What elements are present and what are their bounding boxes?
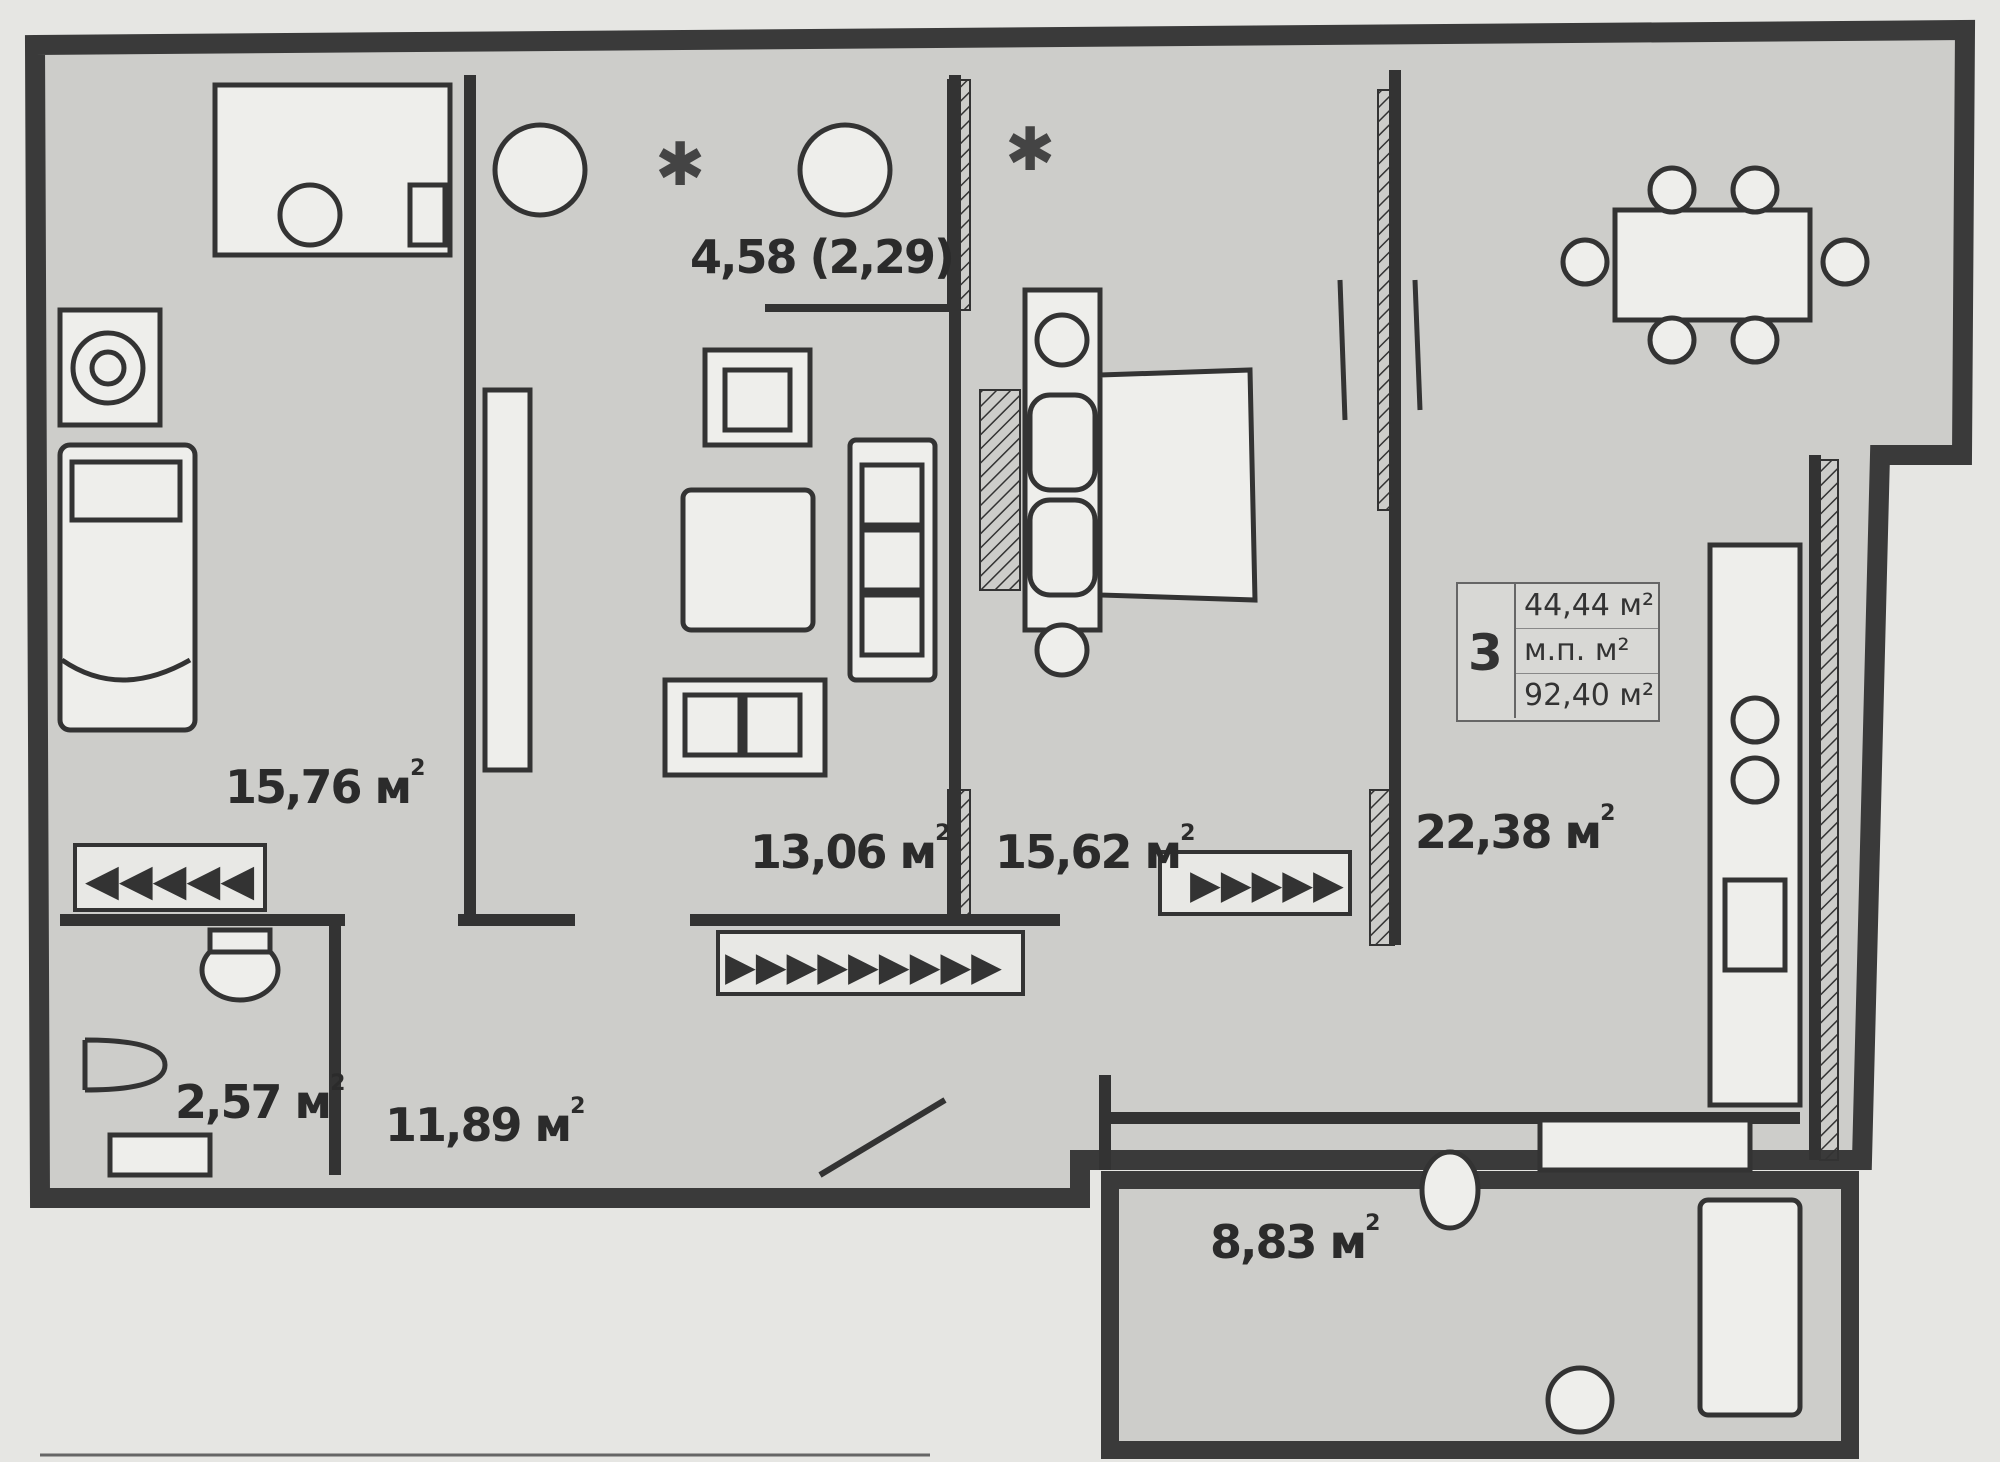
bathroom-fixtures	[1419, 1117, 1803, 1435]
rooms-count: 3	[1468, 624, 1503, 682]
area-balcony: 4,58 (2,29)	[690, 230, 955, 284]
total-area-value: 92,40 м²	[1524, 678, 1655, 713]
area-hallway: 11,89 м2	[385, 1094, 586, 1152]
svg-text:▶▶▶▶▶: ▶▶▶▶▶	[1190, 862, 1344, 908]
wardrobe-bedroom-mid: ▶▶▶▶▶	[1158, 850, 1352, 916]
bed-left	[57, 442, 198, 733]
area-bathroom: 8,83 м2	[1210, 1211, 1380, 1269]
area-kitchen: 22,38 м2	[1415, 801, 1616, 859]
coffee-table	[680, 487, 816, 633]
area-bedroom-left: 15,76 м2	[225, 756, 426, 814]
svg-text:◀◀◀◀◀: ◀◀◀◀◀	[85, 855, 254, 906]
plant-icon: ✱	[1005, 115, 1055, 185]
sink-wc	[82, 1037, 213, 1178]
wardrobe-living	[482, 387, 533, 773]
area-bedroom-middle: 15,62 м2	[995, 821, 1196, 879]
bed-middle	[1022, 287, 1258, 678]
dining-table	[1560, 165, 1870, 365]
door-swings	[1337, 279, 1423, 421]
area-values: 44,44 м² м.п. м² 92,40 м²	[1514, 584, 1658, 718]
svg-text:▶▶▶▶▶▶▶▶▶: ▶▶▶▶▶▶▶▶▶	[725, 944, 1002, 990]
kitchen-counter	[1707, 542, 1803, 1108]
secondary-area-value: м.п. м²	[1516, 629, 1658, 674]
hatched-walls	[947, 79, 1839, 1161]
area-living-room: 13,06 м2	[750, 821, 951, 879]
area-wc: 2,57 м2	[175, 1071, 345, 1129]
svg-text:✱: ✱	[655, 130, 705, 200]
sofa	[662, 347, 938, 778]
apartment-info-tag: 3 44,44 м² м.п. м² 92,40 м²	[1456, 582, 1660, 722]
door-swing-hall	[818, 1097, 947, 1178]
living-area-value: 44,44 м²	[1516, 584, 1658, 629]
toilet-wc	[199, 927, 281, 1003]
wardrobe-hall: ▶▶▶▶▶▶▶▶▶	[716, 930, 1025, 996]
desk-with-chair	[212, 82, 453, 258]
armchairs-balcony: ✱	[492, 122, 893, 218]
washing-machine-icon	[57, 307, 163, 428]
wardrobe-bedroom-left: ◀◀◀◀◀	[73, 843, 267, 912]
